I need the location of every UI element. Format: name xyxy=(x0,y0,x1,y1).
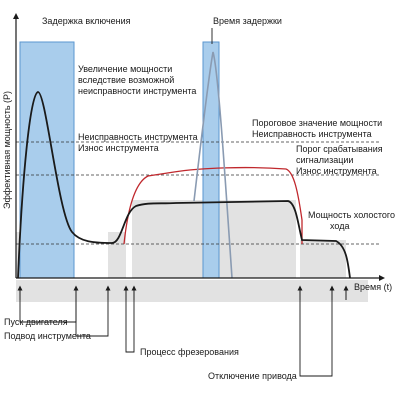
svg-text:Пороговое значение мощности: Пороговое значение мощности xyxy=(252,118,382,128)
svg-text:Неисправность инструмента: Неисправность инструмента xyxy=(78,132,198,142)
threshold-power-label: Пороговое значение мощности Неисправност… xyxy=(252,118,382,139)
svg-text:Мощность холостого: Мощность холостого xyxy=(308,210,395,220)
svg-text:неисправности инструмента: неисправности инструмента xyxy=(78,86,196,96)
x-axis-label: Время (t) xyxy=(354,282,392,292)
y-axis-label: Эффективная мощность (P) xyxy=(2,91,12,209)
switch-on-delay-band xyxy=(19,41,75,279)
svg-text:Износ инструмента: Износ инструмента xyxy=(296,166,377,176)
tool-fault-wear-label: Неисправность инструмента Износ инструме… xyxy=(78,132,198,153)
switch-on-delay-label: Задержка включения xyxy=(42,16,131,26)
svg-text:Порог срабатывания: Порог срабатывания xyxy=(296,144,383,154)
timeline-band xyxy=(16,280,368,302)
idle-power-label: Мощность холостого хода xyxy=(308,210,395,231)
power-increase-label: Увеличение мощности вследствие возможной… xyxy=(78,64,196,96)
svg-text:сигнализации: сигнализации xyxy=(296,155,353,165)
fault-spike-curve xyxy=(193,51,233,279)
svg-text:Неисправность инструмента: Неисправность инструмента xyxy=(252,129,372,139)
gray-region-idle xyxy=(300,240,346,278)
svg-text:Увеличение мощности: Увеличение мощности xyxy=(78,64,172,74)
threshold-curve xyxy=(123,166,303,245)
tool-feed-label: Подвод инструмента xyxy=(4,331,91,341)
event-arrows xyxy=(17,285,349,300)
engine-start-label: Пуск двигателя xyxy=(4,317,68,327)
svg-text:вследствие возможной: вследствие возможной xyxy=(78,75,174,85)
milling-process-label: Процесс фрезерования xyxy=(140,347,239,357)
svg-text:Износ инструмента: Износ инструмента xyxy=(78,143,159,153)
alarm-threshold-label: Порог срабатывания сигнализации Износ ин… xyxy=(296,144,383,176)
leader-lines xyxy=(19,300,333,377)
svg-text:хода: хода xyxy=(330,221,349,231)
drive-off-label: Отключение привода xyxy=(208,371,297,381)
delay-time-label: Время задержки xyxy=(213,16,282,26)
power-curve xyxy=(17,91,351,279)
